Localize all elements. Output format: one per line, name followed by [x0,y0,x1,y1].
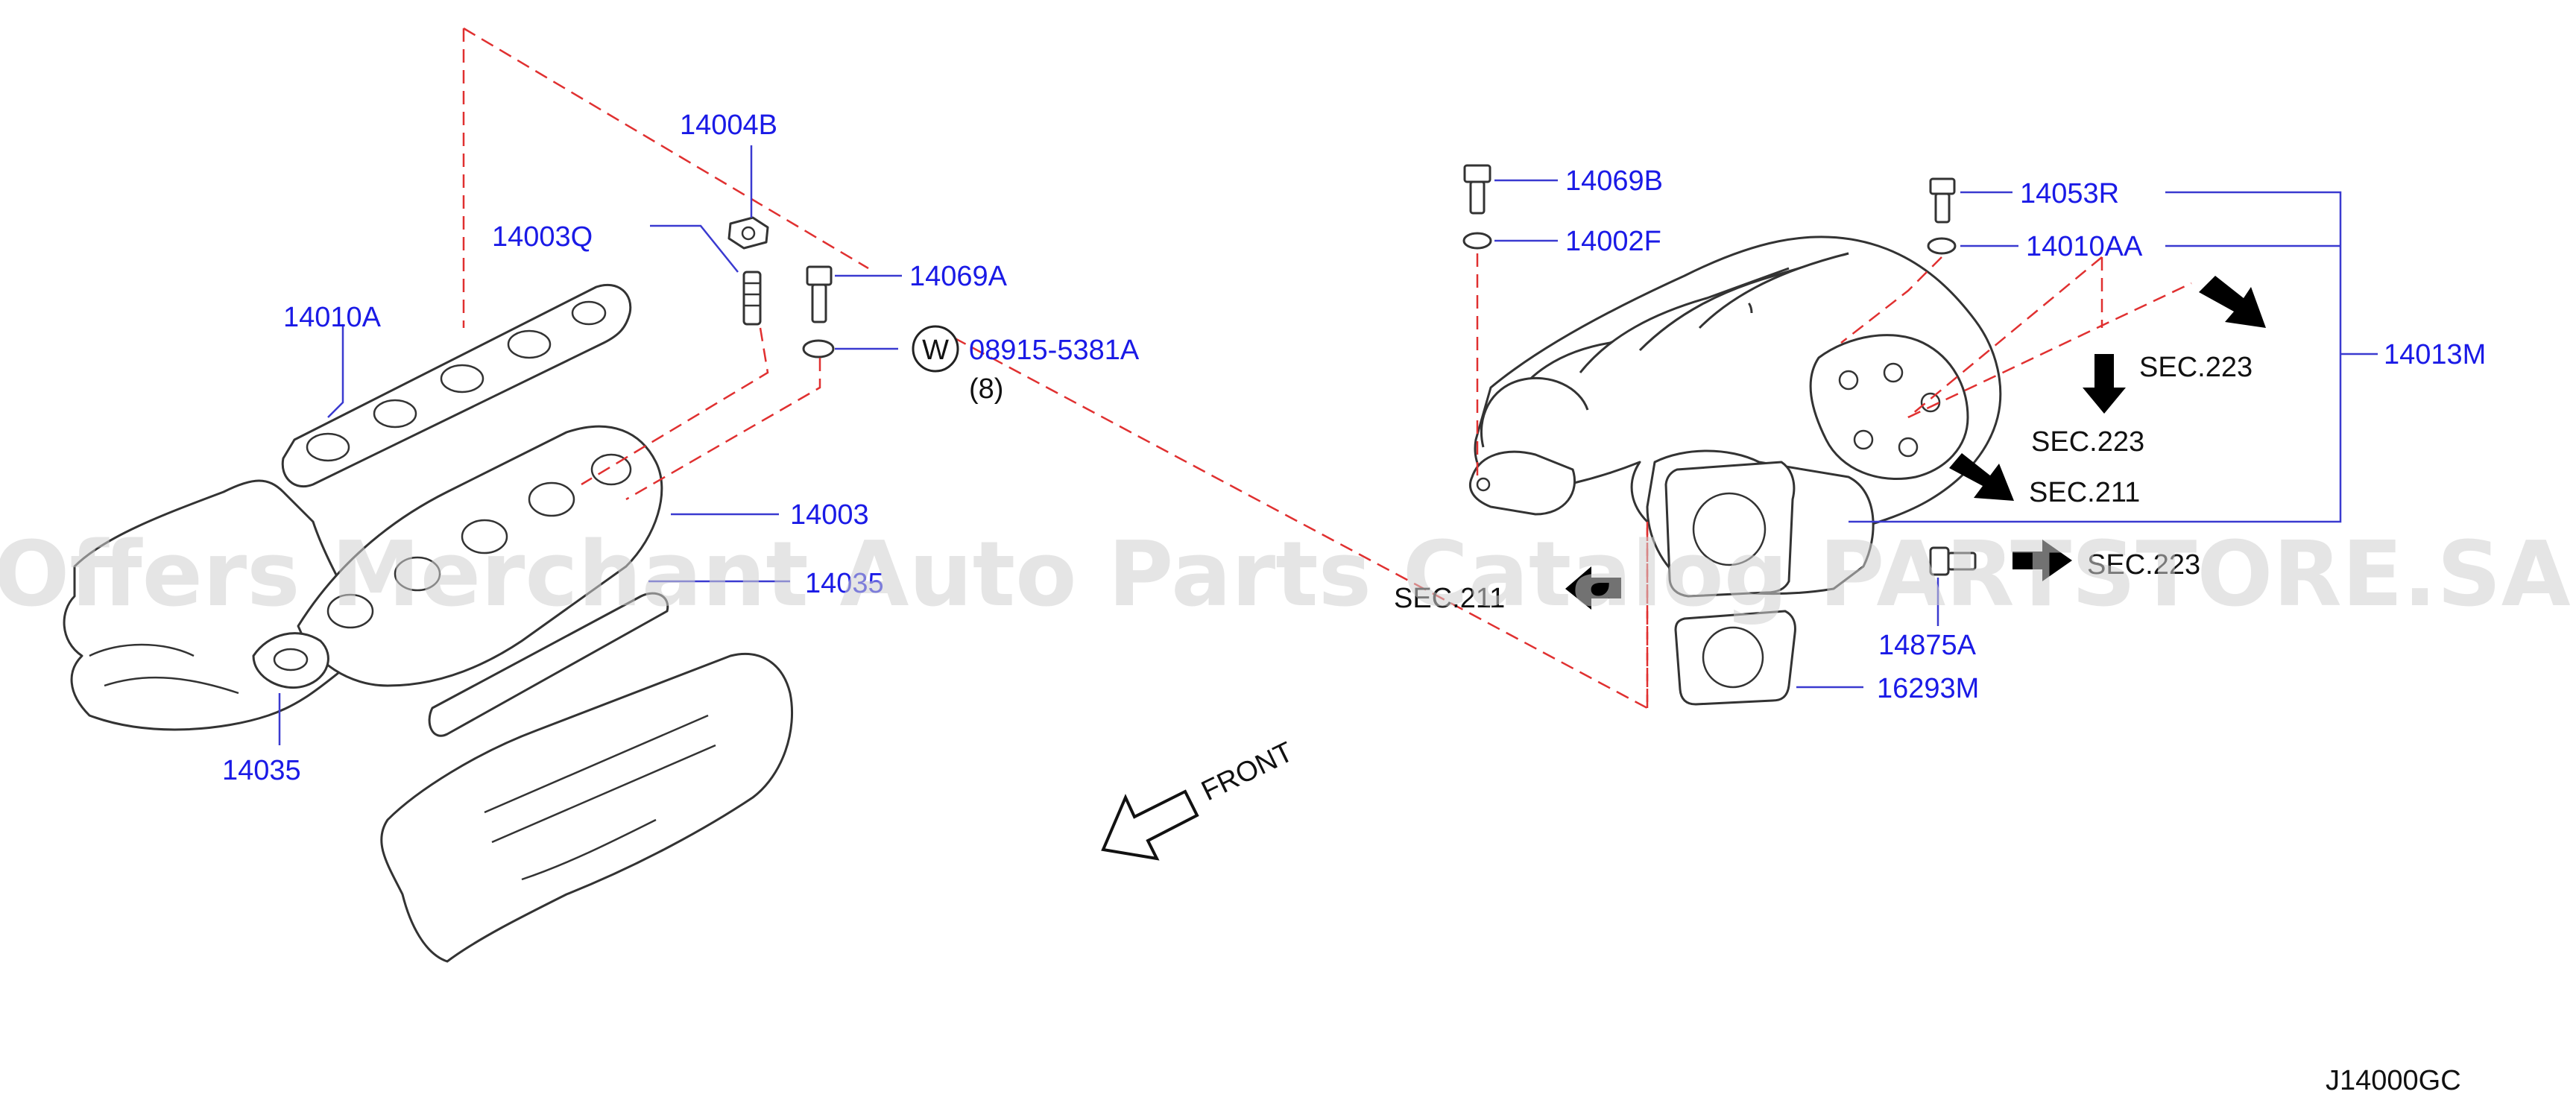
label-14010A: 14010A [283,302,382,333]
label-14013M: 14013M [2384,339,2486,370]
section-arrow-icon-5 [1565,566,1621,610]
section-arrow-icon-4 [2012,540,2072,581]
intake-runners [1480,252,1849,448]
housing-bolts [1838,362,1941,458]
bolt-14053R [1929,177,1956,224]
washer-circle-icon: W [912,325,959,373]
label-14069B: 14069B [1565,165,1663,197]
leader-lines-left [278,145,902,745]
gasket-14035 [252,632,329,689]
section-arrow-icon-1 [2199,276,2266,328]
label-14003Q: 14003Q [492,221,593,253]
stud-14003Q [742,271,762,326]
cylinder-head-lower-detail [484,714,716,881]
label-quantity: (8) [969,373,1003,405]
label-14035-lower: 14035 [222,755,301,786]
section-ref-sec223-a: SEC.223 [2139,352,2253,383]
section-ref-sec211-b: SEC.211 [1394,583,1505,614]
label-14010AA: 14010AA [2026,231,2143,262]
throttle-body-flange [1664,461,1796,598]
sensor-14875A [1929,546,1977,576]
label-14003: 14003 [790,499,869,531]
svg-text:W: W [922,335,949,366]
alignment-guides-right [1476,253,2192,708]
diagram-id: J14000GC [2326,1065,2461,1096]
label-14004B: 14004B [680,110,777,141]
front-arrow-icon: FRONT [1101,736,1298,861]
nut-14004B [727,216,769,250]
cylinder-head-lower [380,652,794,963]
label-14069A: 14069A [909,261,1008,292]
label-14035-upper: 14035 [805,568,884,599]
label-14875A: 14875A [1878,630,1977,661]
svg-text:FRONT: FRONT [1197,736,1298,807]
manifold-ports [326,453,632,629]
label-14002F: 14002F [1565,226,1661,257]
washer-14002F [1462,232,1492,250]
section-ref-sec223-c: SEC.223 [2087,549,2200,581]
washer-left [802,339,835,358]
section-ref-sec223-b: SEC.223 [2031,426,2144,458]
gasket-strip [428,592,669,737]
section-arrow-icon-2 [2083,354,2126,414]
label-14053R: 14053R [2020,178,2119,209]
cylinder-head-detail [89,643,239,695]
bolt-14069B [1463,164,1491,215]
label-16293M: 16293M [1877,673,1979,704]
watermark: Offers Merchant Auto Parts Catalog PARTS… [0,523,2571,627]
bolt-14069A [806,265,833,323]
section-arrow-icon-3 [1949,453,2014,501]
washer-14010AA [1927,237,1957,255]
collector-flange [1468,450,1576,516]
throttle-gasket-16293M [1674,610,1796,706]
label-08915-5381A: 08915-5381A [969,335,1140,366]
leader-lines-right [1494,179,2378,689]
gasket-holes [306,300,607,462]
section-ref-sec211-a: SEC.211 [2029,477,2140,508]
